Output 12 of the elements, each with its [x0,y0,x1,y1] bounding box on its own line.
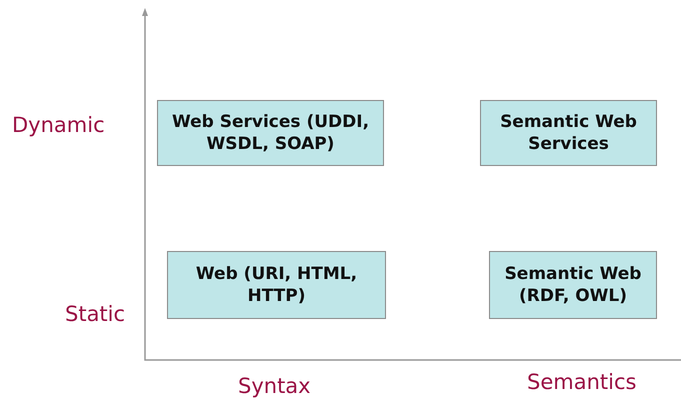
axis-label: Semantics [527,370,636,394]
box-label: Semantic Web (RDF, OWL) [504,262,642,308]
axis-label: Static [65,302,126,326]
box-label: Web Services (UDDI, WSDL, SOAP) [170,110,370,156]
box [157,100,384,166]
box [480,100,657,166]
box [167,251,386,319]
axis-label: Dynamic [12,113,105,137]
box [489,251,657,319]
box-label: Web (URI, HTML, HTTP) [194,262,358,308]
box-label: Semantic Web Services [499,110,638,156]
axis-label: Syntax [238,374,311,398]
